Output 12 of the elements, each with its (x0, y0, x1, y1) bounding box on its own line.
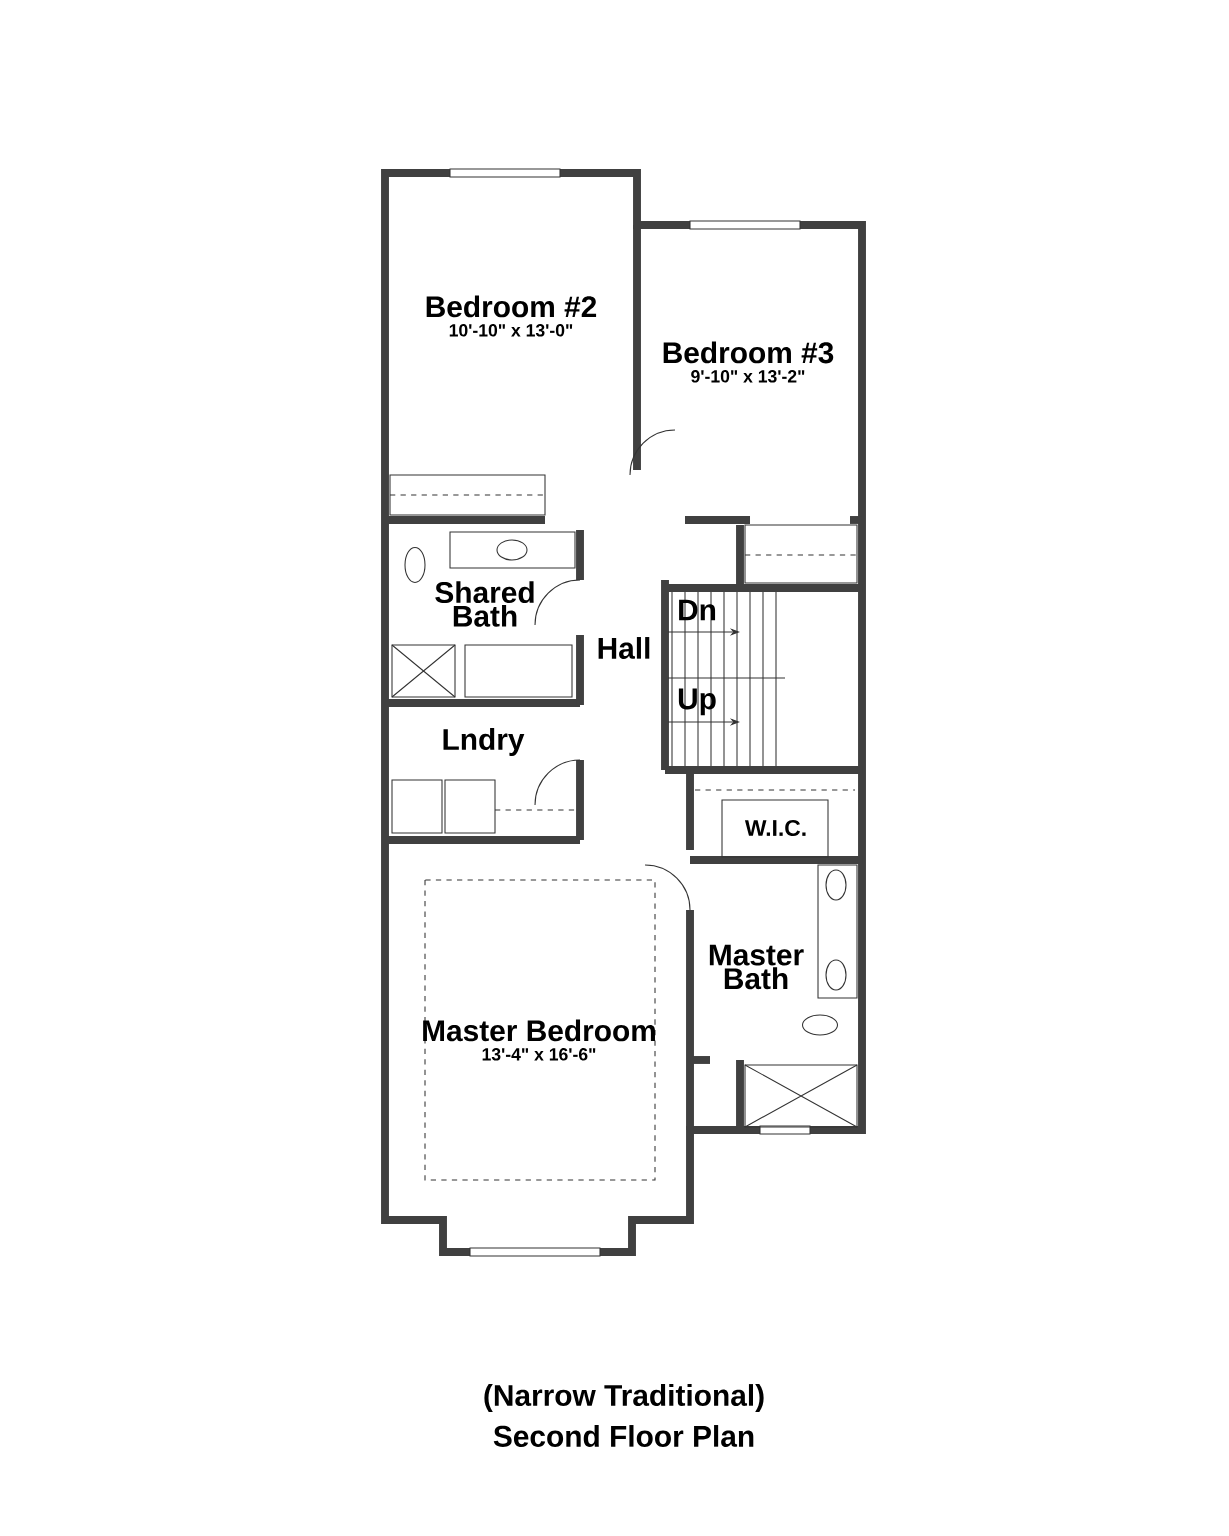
room-label: Master Bedroom 13'-4" x 16'-6" (423, 1019, 655, 1061)
room-label: Bedroom #2 10'-10" x 13'-0" (426, 295, 597, 337)
stair-label: Dn (679, 599, 716, 621)
room-label: Lndry (443, 728, 525, 756)
room-label: Bedroom #3 9'-10" x 13'-2" (663, 341, 834, 383)
room-label: Shared Bath (435, 581, 534, 627)
room-label: W.I.C. (744, 819, 806, 837)
caption: Second Floor Plan (493, 1425, 754, 1447)
stair-label: Up (678, 688, 716, 716)
room-label: Master Bath (709, 944, 804, 990)
title: (Narrow Traditional) (484, 1384, 764, 1412)
room-label: Hall (598, 637, 650, 659)
